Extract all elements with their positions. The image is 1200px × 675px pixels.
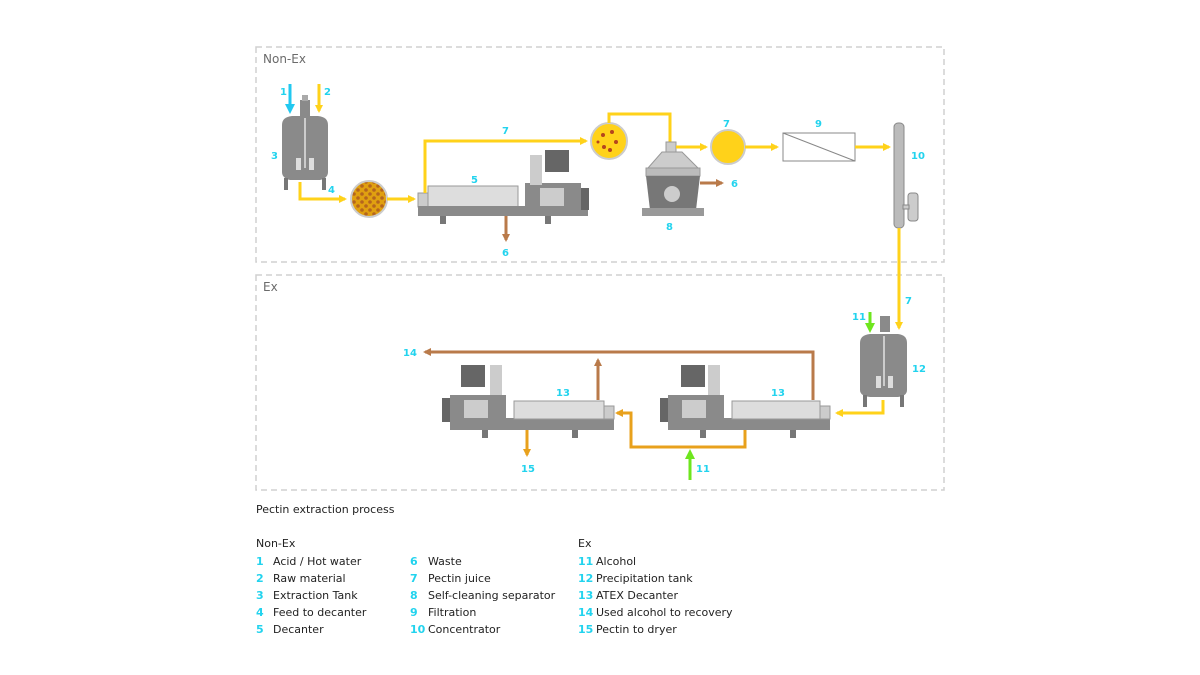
label-8: 8 xyxy=(666,222,673,233)
label-7-clear: 7 xyxy=(723,119,730,130)
label-7-down: 7 xyxy=(905,296,912,307)
label-10: 10 xyxy=(911,151,925,162)
extraction-tank xyxy=(282,95,328,190)
non-ex-zone-label: Non-Ex xyxy=(263,52,306,66)
label-3: 3 xyxy=(271,151,278,162)
atex-decanter-first xyxy=(442,365,615,438)
non-ex-zone xyxy=(255,46,945,263)
decanter xyxy=(417,150,589,224)
pectin-juice-cloudy xyxy=(590,122,628,160)
raw-material-mash xyxy=(350,180,388,218)
atex-decanter-second xyxy=(660,365,831,438)
label-7-top: 7 xyxy=(502,126,509,137)
label-12: 12 xyxy=(912,364,926,375)
legend-ex-title: Ex xyxy=(578,537,592,550)
decanter-transfer-line xyxy=(615,409,747,449)
label-11-transfer: 11 xyxy=(696,464,710,475)
process-diagram-svg: 1 2 3 4 5 6 7 xyxy=(255,46,945,491)
label-15: 15 xyxy=(521,464,535,475)
precipitation-tank xyxy=(860,316,907,407)
label-13-right: 13 xyxy=(771,388,785,399)
pectin-juice-line xyxy=(423,137,588,193)
filtration-unit xyxy=(782,132,856,162)
label-2: 2 xyxy=(324,87,331,98)
label-1: 1 xyxy=(280,87,287,98)
feed-to-decanter-line xyxy=(298,182,347,203)
legend-non-ex-title: Non-Ex xyxy=(256,537,296,550)
label-11-tank: 11 xyxy=(852,312,866,323)
ex-zone xyxy=(255,274,945,491)
process-diagram: 1 2 3 4 5 6 7 xyxy=(255,46,945,491)
label-13-left: 13 xyxy=(556,388,570,399)
self-cleaning-separator xyxy=(642,141,704,216)
label-5: 5 xyxy=(471,175,478,186)
diagram-caption: Pectin extraction process xyxy=(256,503,395,516)
concentrator xyxy=(893,122,919,229)
pectin-juice-clear xyxy=(710,129,746,165)
label-6-separator: 6 xyxy=(731,179,738,190)
label-4: 4 xyxy=(328,185,335,196)
label-6-decanter: 6 xyxy=(502,248,509,259)
ex-zone-label: Ex xyxy=(263,280,278,294)
label-14: 14 xyxy=(403,348,417,359)
used-alcohol-line xyxy=(423,348,815,400)
label-9: 9 xyxy=(815,119,822,130)
tank-to-decanter-line xyxy=(835,400,885,417)
